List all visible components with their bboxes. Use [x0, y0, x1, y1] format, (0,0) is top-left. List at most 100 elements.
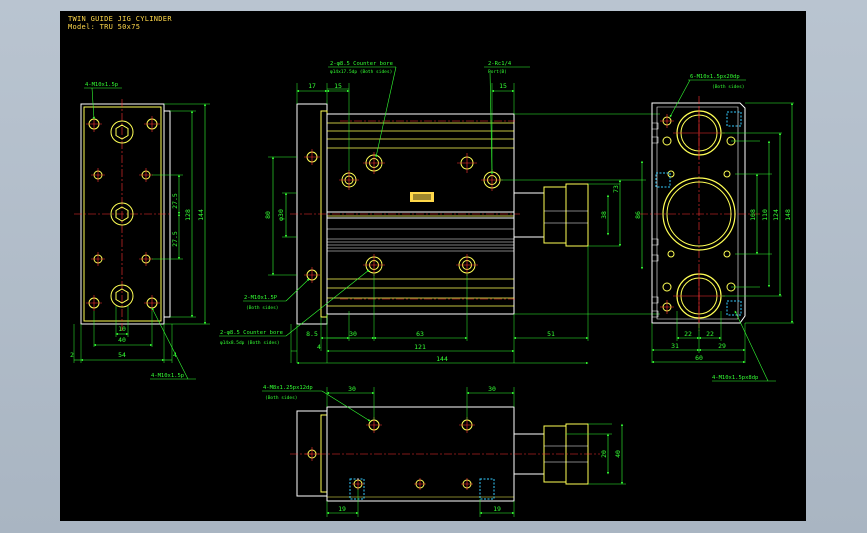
dim-height-total: 144 — [197, 209, 205, 221]
side-ext-right — [721, 102, 794, 324]
dim-w-31: 31 — [671, 342, 679, 350]
side-hole — [667, 250, 675, 258]
left-bore — [110, 202, 134, 226]
dim-h-124: 124 — [772, 209, 780, 221]
dim-r-40: 40 — [614, 450, 622, 458]
front-top-strip — [326, 211, 515, 219]
dim-edge-left: 2 — [70, 351, 74, 359]
bottom-ext-bottom — [326, 489, 515, 517]
dim-top-15a: 15 — [334, 82, 342, 90]
side-slots — [652, 122, 659, 318]
dim-b-144: 144 — [436, 355, 448, 363]
callout-m10-front-sub: (Both sides) — [246, 305, 279, 311]
callout-counterbore-bottom-sub: φ14x8.5dp (Both sides) — [220, 340, 280, 346]
dim-h-110: 110 — [761, 209, 769, 221]
side-cylinder-bore — [666, 181, 732, 247]
bottom-view: 30 30 20 40 19 19 4-M8x1.25px12dp (Both … — [262, 385, 626, 517]
dim-top-15b: 15 — [499, 82, 507, 90]
front-body-lines — [327, 122, 514, 307]
side-hidden-thread — [655, 172, 671, 188]
side-view: 108 110 124 148 22 22 31 29 60 6-M10x1.5… — [640, 74, 794, 382]
left-end-view: 27.5 27.5 128 144 10 40 54 2 4 4-M10x1.5… — [70, 82, 210, 380]
dim-b-85: 8.5 — [306, 330, 318, 338]
dim-r-86: 86 — [634, 211, 642, 219]
leader — [669, 79, 691, 118]
side-hole — [723, 250, 731, 258]
dim-r-20: 20 — [600, 450, 608, 458]
callout-side-top-sub: (Both sides) — [712, 84, 745, 90]
front-rod-lines — [544, 210, 588, 224]
front-rod-plate2 — [565, 183, 589, 247]
dim-v-phi: φ30 — [277, 209, 285, 221]
left-bore — [110, 120, 134, 144]
front-hole-centers — [304, 149, 503, 283]
dim-v-80: 80 — [264, 211, 272, 219]
dim-edge-right: 4 — [173, 351, 177, 359]
left-ext-lines — [152, 103, 210, 325]
side-ext-bottom — [651, 311, 746, 363]
leader — [285, 269, 370, 337]
leader — [375, 66, 397, 158]
side-cylinder-bore — [662, 177, 736, 251]
callout-counterbore-top: 2-φ8.5 Counter bore — [330, 61, 393, 67]
callout-port-sub: Port(B) — [488, 69, 507, 75]
dim-b-30: 30 — [349, 330, 357, 338]
drawing-model: Model: TRU 50x75 — [68, 23, 141, 31]
left-ext-bottom — [73, 306, 173, 363]
side-hole — [723, 170, 731, 178]
bottom-hidden-thread — [479, 478, 495, 500]
dim-r-38: 38 — [600, 211, 608, 219]
front-rod-plate — [543, 186, 567, 244]
callout-side-bottom: 4-M10x1.5px8dp — [712, 375, 758, 381]
front-label-mark — [413, 194, 431, 200]
dim-w-22a: 22 — [684, 330, 692, 338]
drawing-title: TWIN GUIDE JIG CYLINDER — [68, 15, 172, 23]
callout-counterbore-top-sub: φ14x17.5dp (Both sides) — [330, 69, 392, 75]
front-view: 17 15 15 80 φ30 38 73 86 8.5 — [219, 61, 660, 365]
leader — [734, 310, 769, 382]
dim-w-29: 29 — [718, 342, 726, 350]
leader — [151, 307, 189, 380]
callout-counterbore-bottom: 2-φ8.5 Counter bore — [220, 330, 283, 336]
dim-b-51: 51 — [547, 330, 555, 338]
dim-w-mid: 40 — [118, 336, 126, 344]
dim-w-60: 60 — [695, 354, 703, 362]
side-hidden-thread — [726, 111, 742, 127]
dim-b-63: 63 — [416, 330, 424, 338]
callout-left-bottom: 4-M10x1.5p — [151, 373, 184, 379]
leader — [489, 70, 494, 175]
dim-w-total: 54 — [118, 351, 126, 359]
dim-pitch-b: 27.5 — [171, 231, 179, 247]
dim-top-17: 17 — [308, 82, 316, 90]
callout-m10-front: 2-M10x1.5P — [244, 295, 278, 301]
bottom-rod-lines — [544, 445, 588, 463]
dim-b-4: 4 — [317, 343, 321, 351]
dim-h-148: 148 — [784, 209, 792, 221]
dim-b-19b: 19 — [493, 505, 501, 513]
callout-left-top: 4-M10x1.5p — [85, 82, 118, 88]
front-ext-left — [268, 156, 297, 276]
side-hole — [662, 282, 672, 292]
left-hex — [115, 124, 129, 140]
callout-bottom-sub: (Both sides) — [265, 395, 298, 401]
dim-b-121: 121 — [414, 343, 426, 351]
front-fin-lines — [327, 238, 514, 252]
leader — [321, 390, 371, 422]
left-bore — [110, 284, 134, 308]
left-hole-centers — [86, 116, 160, 311]
front-ext-right — [500, 113, 660, 315]
front-rod — [513, 192, 545, 238]
bottom-step — [320, 414, 328, 493]
dim-h-108: 108 — [749, 209, 757, 221]
callout-bottom: 4-M8x1.25px12dp — [263, 385, 313, 391]
side-inner — [656, 106, 739, 320]
callout-side-top: 6-M10x1.5px20dp — [690, 74, 740, 80]
leader — [285, 278, 310, 302]
left-hex — [115, 206, 129, 222]
dim-pitch-a: 27.5 — [171, 193, 179, 209]
callout-port: 2-Rc1/4 — [488, 61, 512, 67]
cad-drawing: 27.5 27.5 128 144 10 40 54 2 4 4-M10x1.5… — [70, 61, 794, 517]
side-hole — [662, 136, 672, 146]
bottom-ext-right — [566, 423, 626, 485]
front-ext-top — [296, 83, 515, 171]
